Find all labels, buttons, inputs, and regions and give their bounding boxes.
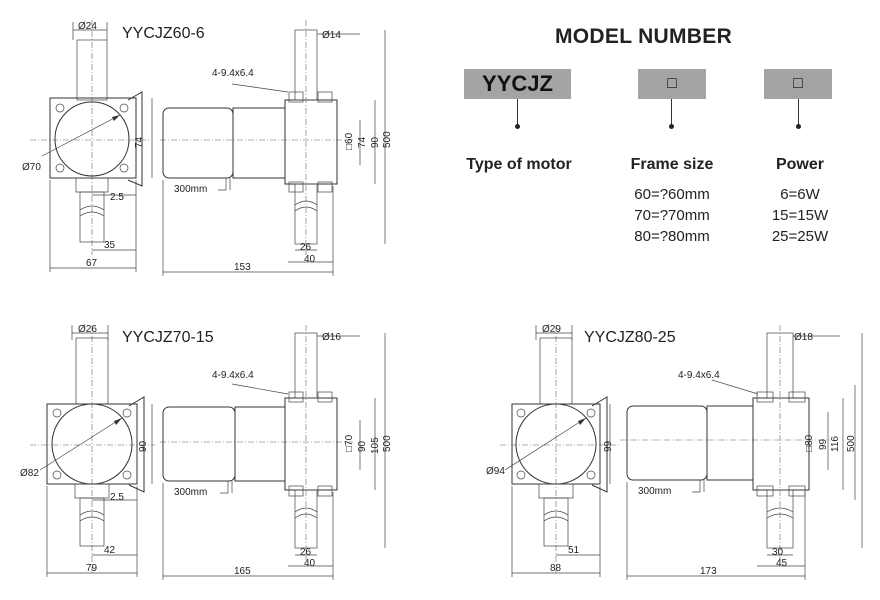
power-option-6: 6=6W [780, 186, 820, 203]
half-width-60: 35 [104, 240, 116, 251]
flange-height-60: 74 [134, 136, 145, 148]
screw-dia-80: Ø18 [794, 332, 813, 343]
end-view-70 [30, 325, 155, 577]
power-option-25: 25=25W [771, 228, 829, 245]
hole-note-60: 4-9.4x6.4 [212, 68, 254, 79]
dim-a-60: 74 [357, 136, 368, 148]
flange-height-70: 90 [138, 440, 149, 452]
body-dia-60: Ø70 [22, 162, 41, 173]
power-leader [798, 99, 799, 126]
dim-b-80: 116 [830, 436, 841, 452]
frame-size-dot [669, 124, 674, 129]
key-70: 2.5 [110, 492, 124, 503]
frame-size-leader [671, 99, 672, 126]
flange-height-80: 99 [603, 440, 614, 452]
square-70: □70 [344, 434, 355, 452]
stroke-80: 500 [846, 435, 857, 452]
type-of-motor-label: Type of motor [466, 156, 572, 173]
end-view-80 [500, 325, 620, 577]
stroke-60: 500 [382, 131, 393, 148]
nut-width-80: 30 [772, 547, 784, 558]
key-60: 2.5 [110, 192, 124, 203]
power-options: 6=6W 15=15W 25=25W [755, 184, 845, 247]
power-option-15: 15=15W [771, 207, 829, 224]
nut-width-60: 26 [300, 242, 312, 253]
dim-b-70: 105 [370, 437, 381, 454]
bracket-width-80: 45 [776, 558, 788, 569]
half-width-80: 51 [568, 545, 580, 556]
dim-a-80: 99 [818, 438, 829, 450]
dim-a-70: 90 [357, 440, 368, 452]
motor-code-leader [517, 99, 518, 126]
dim-b-60: 90 [370, 136, 381, 148]
power-box: □ [764, 69, 832, 99]
screw-dia-70: Ø16 [322, 332, 341, 343]
hole-note-70: 4-9.4x6.4 [212, 370, 254, 381]
shaft-dia-60: Ø24 [78, 21, 97, 32]
side-view-70 [160, 325, 386, 580]
drawing-yycjz60-6: YYCJZ60-6 Ø24 Ø70 74 2.5 35 67 [22, 20, 393, 276]
power-label: Power [775, 156, 824, 173]
end-width-70: 79 [86, 563, 98, 574]
end-view-60 [30, 20, 153, 272]
shaft-dia-70: Ø26 [78, 324, 97, 335]
end-width-80: 88 [550, 563, 562, 574]
side-view-60 [160, 20, 386, 276]
nut-width-70: 26 [300, 547, 312, 558]
frame-size-label: Frame size [630, 156, 714, 173]
bracket-width-60: 40 [304, 254, 316, 265]
length-80: 173 [700, 566, 717, 577]
frame-option-60: 60=?60mm [634, 186, 710, 203]
power-dot [796, 124, 801, 129]
frame-option-70: 70=?70mm [634, 207, 710, 224]
half-width-70: 42 [104, 545, 116, 556]
end-width-60: 67 [86, 258, 98, 269]
model-title-80: YYCJZ80-25 [584, 329, 676, 346]
body-dia-80: Ø94 [486, 466, 505, 477]
lead-60: 300mm [174, 184, 207, 195]
lead-80: 300mm [638, 486, 671, 497]
drawing-yycjz70-15: YYCJZ70-15 Ø26 Ø82 90 2.5 42 79 [20, 324, 393, 580]
motor-code-box: YYCJZ [464, 69, 571, 99]
model-title-70: YYCJZ70-15 [122, 329, 214, 346]
side-view-80 [620, 325, 863, 580]
stroke-70: 500 [382, 435, 393, 452]
lead-70: 300mm [174, 487, 207, 498]
bracket-width-70: 40 [304, 558, 316, 569]
model-title-60: YYCJZ60-6 [122, 25, 205, 42]
screw-dia-60: Ø14 [322, 30, 341, 41]
frame-option-80: 80=?80mm [634, 228, 710, 245]
square-60: □60 [344, 132, 355, 150]
square-80: □80 [804, 434, 815, 452]
shaft-dia-80: Ø29 [542, 324, 561, 335]
frame-size-box: □ [638, 69, 706, 99]
length-70: 165 [234, 566, 251, 577]
motor-code-dot [515, 124, 520, 129]
model-number-title: MODEL NUMBER [555, 25, 733, 48]
length-60: 153 [234, 262, 251, 273]
hole-note-80: 4-9.4x6.4 [678, 370, 720, 381]
frame-options: 60=?60mm 70=?70mm 80=?80mm [612, 184, 732, 247]
drawing-yycjz80-25: YYCJZ80-25 Ø29 Ø94 99 51 88 [486, 324, 863, 580]
body-dia-70: Ø82 [20, 468, 39, 479]
